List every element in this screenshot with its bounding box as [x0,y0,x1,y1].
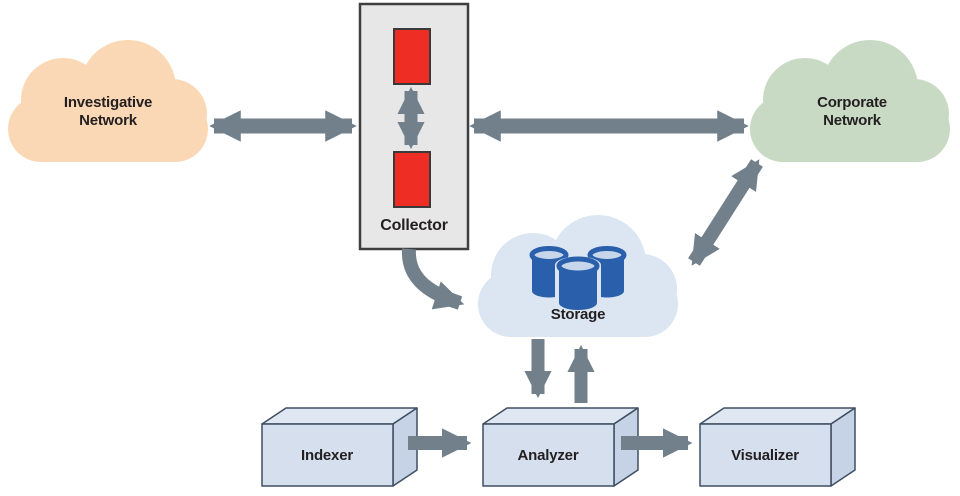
indexer-node: Indexer [261,407,418,487]
box-front-face [699,423,832,487]
database-top [587,246,627,264]
collector-module-bottom-icon [393,151,431,208]
investigative-network-label-line1: Investigative [64,94,152,111]
box-front-face [261,423,394,487]
box-top-face [482,407,639,425]
cloud-labels: Investigative Network Corporate Network [64,94,887,129]
analyzer-label: Analyzer [518,447,579,464]
corporate-network-label-line1: Corporate [817,94,887,111]
corporate-network-label-line2: Network [823,112,882,129]
storage-label: Storage [551,306,605,323]
database-top [529,246,569,264]
collector-module-top-icon [393,28,431,85]
storage-node: Storage [529,246,627,323]
database-front-icon [556,256,600,310]
visualizer-label: Visualizer [731,447,799,464]
investigative-network-label-line2: Network [79,112,138,129]
visualizer-node: Visualizer [699,407,856,487]
analyzer-node: Analyzer [482,407,639,487]
arrow-corporate-storage [688,159,763,266]
box-top-face [261,407,418,425]
database-top [556,256,600,276]
database-body [559,266,597,310]
indexer-label: Indexer [301,447,353,464]
collector-label: Collector [380,217,448,234]
box-top-face [699,407,856,425]
arrow-collector-storage-curved [401,248,465,310]
collector-node: Collector [358,2,470,251]
box-front-face [482,423,615,487]
